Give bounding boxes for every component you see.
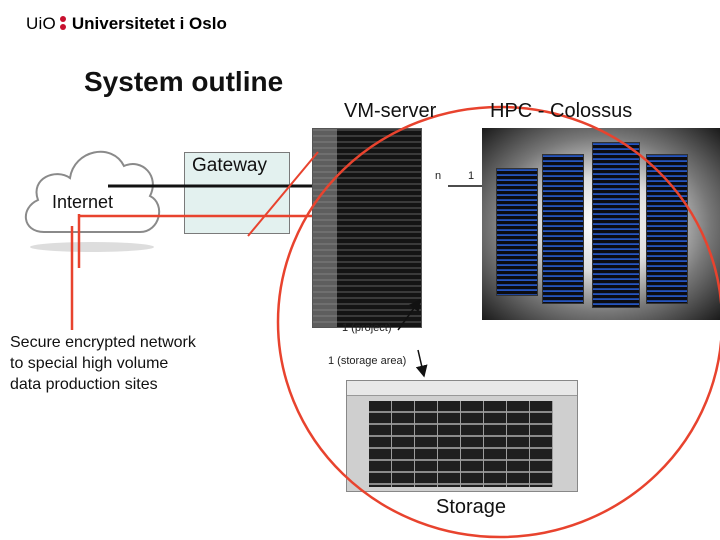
note-line-3: data production sites xyxy=(10,376,158,393)
logo-university-name: Universitetet i Oslo xyxy=(71,14,227,33)
internet-cloud-icon xyxy=(24,150,160,252)
hpc-cluster-image xyxy=(482,128,720,320)
project-link-arrow xyxy=(397,298,421,331)
internet-label: Internet xyxy=(52,192,114,212)
note-line-1: Secure encrypted network xyxy=(10,334,196,351)
gateway-label: Gateway xyxy=(192,155,267,176)
storage-link-label: 1 (storage area) xyxy=(328,355,407,367)
system-boundary xyxy=(276,105,720,539)
logo-uio-text: UiO xyxy=(26,14,56,33)
storage-label: Storage xyxy=(436,496,507,518)
hpc-label: HPC - Colossus xyxy=(490,100,633,122)
vm-server-label: VM-server xyxy=(344,100,437,122)
note-line-2: to special high volume xyxy=(10,355,169,372)
multiplicity-n-label: n xyxy=(435,170,442,182)
storage-link-arrow xyxy=(415,349,428,378)
slide-title: System outline xyxy=(84,66,284,97)
multiplicity-1-label: 1 xyxy=(468,170,475,182)
gateway-box xyxy=(184,152,290,234)
uio-logo: UiO Universitetet i Oslo xyxy=(26,14,227,34)
storage-array-image xyxy=(346,380,578,492)
secure-network-note: Secure encrypted network to special high… xyxy=(10,332,196,395)
gateway-boundary-diagonal xyxy=(247,151,319,237)
vm-server-rack-image xyxy=(312,128,422,328)
logo-colon-icon xyxy=(59,14,66,32)
project-link-label: 1 (project) xyxy=(342,322,392,334)
